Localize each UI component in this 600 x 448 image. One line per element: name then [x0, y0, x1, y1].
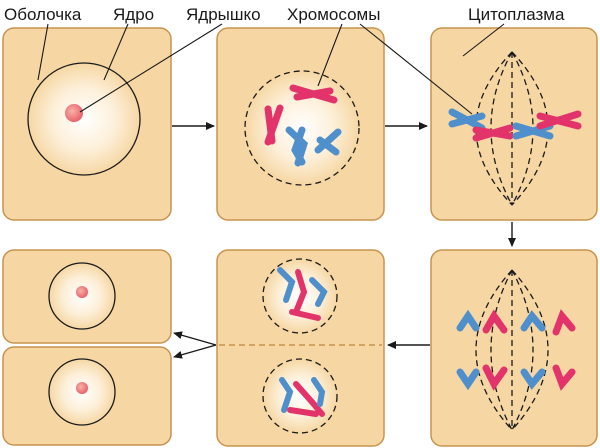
chromosome	[293, 381, 325, 417]
arrow-split-up	[173, 331, 217, 346]
spindle	[475, 269, 549, 431]
spindle	[475, 51, 549, 206]
nucleolus	[65, 104, 83, 122]
chromosomes-telophase	[277, 267, 328, 417]
chromosome	[289, 309, 321, 321]
spindle-fiber	[511, 51, 534, 206]
label-nucleolus: Ядрышко	[186, 5, 261, 24]
chromosome	[287, 407, 319, 417]
label-shell: Оболочка	[4, 5, 82, 24]
chromosomes-prophase	[264, 84, 342, 167]
spindle-fiber	[490, 51, 513, 206]
spindle-fiber	[511, 51, 549, 206]
cell-prophase	[216, 27, 385, 221]
leader-cytoplasm	[462, 23, 505, 57]
chromosome	[520, 310, 546, 332]
label-cytoplasm: Цитоплазма	[468, 5, 565, 24]
daughter-cells	[2, 249, 172, 446]
cell-membrane	[216, 249, 385, 447]
chromosome	[472, 124, 514, 142]
leader-nucleolus	[79, 23, 223, 113]
chromosome	[293, 87, 334, 101]
leader-chromosomes-a	[317, 23, 343, 87]
chromosome	[314, 128, 342, 154]
forming-nucleus	[262, 358, 338, 434]
cell-telophase	[216, 249, 385, 447]
chromosome	[536, 110, 582, 130]
chromosomes-metaphase	[448, 108, 582, 142]
chromosome	[456, 368, 480, 391]
label-nucleus: Ядро	[113, 5, 154, 24]
arrows	[172, 122, 516, 359]
chromosome	[482, 309, 508, 334]
spindle-fiber	[511, 269, 534, 431]
cell-metaphase	[430, 27, 598, 221]
cell-membrane	[430, 249, 598, 447]
chromosomes-anaphase	[456, 309, 576, 391]
chromosome	[552, 309, 576, 336]
spindle-fiber	[475, 269, 513, 431]
chromosome	[552, 364, 576, 391]
chromosome	[277, 267, 296, 303]
leader-nucleus	[103, 23, 129, 81]
chromosome	[456, 309, 480, 332]
chromosome	[448, 112, 486, 128]
arrow-split-down	[173, 344, 217, 359]
cell-interphase	[2, 27, 172, 221]
leader-lines	[37, 23, 505, 115]
chromosome	[311, 377, 326, 407]
cell-anaphase	[430, 249, 598, 447]
label-chromosomes: Хромосомы	[287, 5, 380, 24]
leader-shell	[37, 23, 49, 81]
leader-chromosomes-b	[359, 23, 473, 115]
chromosome	[291, 126, 306, 166]
chromosome	[316, 136, 340, 156]
chromosome	[293, 269, 308, 315]
nucleus	[27, 62, 141, 176]
spindle-fiber	[511, 269, 549, 431]
chromosome	[309, 277, 328, 307]
chromosome	[264, 104, 284, 146]
nucleolus	[76, 286, 88, 298]
chromosome	[279, 377, 294, 413]
chromosome	[520, 368, 546, 390]
chromosome	[482, 364, 508, 391]
spindle-fiber	[475, 51, 513, 206]
nucleolus	[76, 382, 88, 394]
spindle-fiber	[490, 269, 513, 431]
